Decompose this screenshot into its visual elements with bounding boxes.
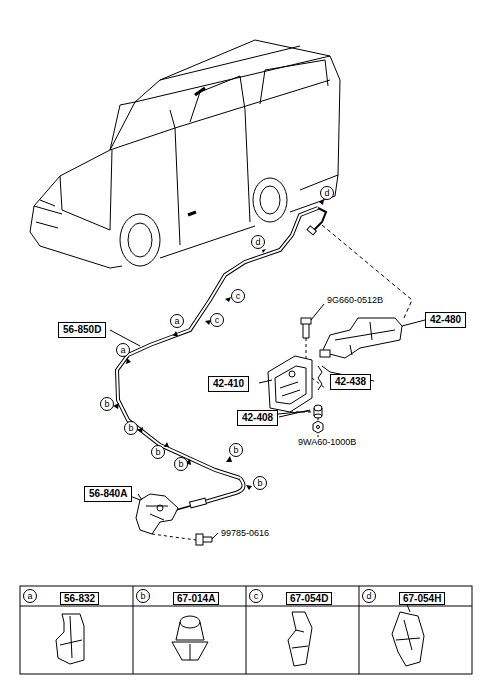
spring (318, 366, 330, 390)
callout-letter: a (174, 316, 179, 326)
dashed-line (322, 225, 412, 318)
part-number: 42-410 (213, 378, 244, 389)
part-number: 9G660-0512B (326, 295, 384, 305)
clip-callout: d (362, 589, 376, 603)
clip-table (20, 586, 472, 674)
callout-letter: b (178, 459, 183, 469)
clip-callout: b (229, 443, 243, 457)
clip-drawings (56, 602, 424, 666)
callout-letter: b (128, 423, 133, 433)
callout-letter: c (236, 291, 241, 301)
part-box: 42-408 (237, 410, 278, 426)
part-box: 42-438 (330, 374, 371, 390)
callout-letter: a (120, 345, 125, 355)
callout-letter: b (257, 478, 262, 488)
clip-callout: d (251, 235, 265, 249)
clip-callout: a (116, 343, 130, 357)
part-box: 42-410 (208, 376, 249, 392)
clip-callout: a (23, 589, 37, 603)
clip-callout: c (210, 313, 224, 327)
callout-letter: d (366, 591, 371, 601)
part-number: 56-840A (89, 488, 127, 499)
callout-letter: b (155, 447, 160, 457)
clip-arrows (113, 199, 324, 490)
part-number: 42-438 (335, 376, 366, 387)
release-lever (130, 494, 196, 540)
clip-callout: c (231, 289, 245, 303)
part-number: 99785-0616 (220, 528, 270, 538)
leader-lines (110, 320, 425, 500)
callout-letter: d (324, 188, 329, 198)
part-box: 42-480 (425, 312, 466, 328)
clip-callout: d (320, 186, 334, 200)
table-part-number: 67-014A (173, 592, 219, 605)
callout-letter: c (254, 591, 259, 601)
part-number: 42-408 (242, 412, 273, 423)
clip-callout: b (124, 421, 138, 435)
clip-callout: c (249, 589, 263, 603)
part-number: 56-850D (63, 324, 101, 335)
callout-letter: b (104, 399, 109, 409)
table-part-number: 56-832 (60, 592, 99, 605)
table-part-number: 67-054D (286, 592, 332, 605)
clip-callout: b (253, 476, 267, 490)
part-number: 9WA60-1000B (297, 437, 357, 447)
clip-callout: a (170, 314, 184, 328)
bolt (196, 533, 218, 545)
lid-opener (320, 318, 402, 358)
clip-callout: b (136, 589, 150, 603)
callout-letter: d (255, 237, 260, 247)
table-part-number: 67-054H (399, 592, 445, 605)
callout-letter: a (27, 591, 32, 601)
fuel-lid (268, 356, 325, 412)
part-box: 56-850D (58, 322, 106, 338)
part-box: 56-840A (84, 486, 132, 502)
bushing (278, 405, 322, 418)
callout-letter: b (233, 445, 238, 455)
callout-letter: c (215, 315, 220, 325)
clip-callout: b (100, 397, 114, 411)
clip-callout: b (174, 457, 188, 471)
callout-letter: b (140, 591, 145, 601)
nut (313, 418, 323, 433)
part-number: 42-480 (430, 314, 461, 325)
clip-callout: b (151, 445, 165, 459)
release-cable (117, 208, 326, 510)
